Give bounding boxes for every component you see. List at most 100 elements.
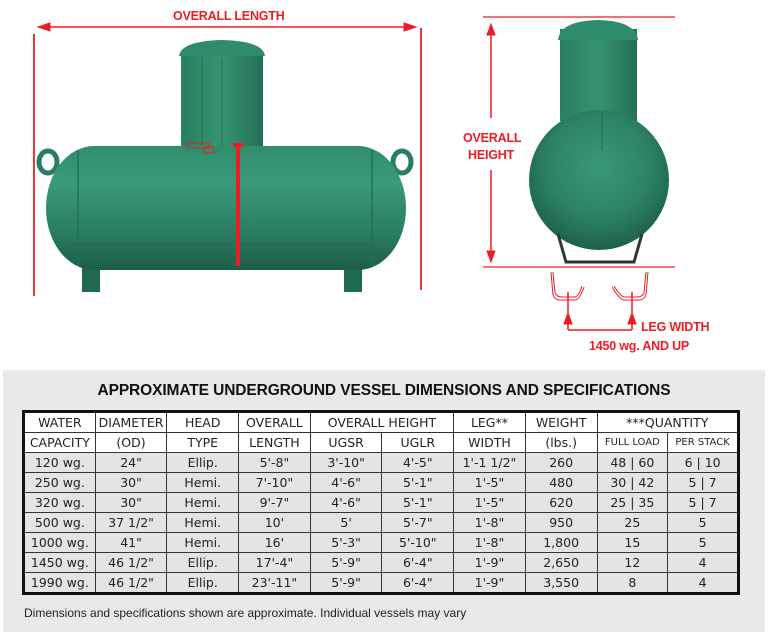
cell-uglr: 5'-1" bbox=[381, 492, 455, 513]
table-row: 500 wg. 37 1/2" Hemi. 10' 5' 5'-7" 1'-8"… bbox=[23, 512, 739, 533]
leg-width-note: 1450 wg. AND UP bbox=[589, 339, 690, 353]
header-overall-height: OVERALL HEIGHT bbox=[309, 411, 455, 433]
cell-weight: 950 bbox=[524, 512, 598, 533]
header-ugsr: UGSR bbox=[309, 432, 383, 453]
cell-head: Hemi. bbox=[166, 492, 240, 513]
cell-head: Ellip. bbox=[166, 552, 240, 573]
header-full-load: FULL LOAD bbox=[596, 432, 669, 453]
cell-capacity: 1000 wg. bbox=[23, 532, 96, 553]
cell-weight: 260 bbox=[524, 452, 598, 473]
cell-ugsr: 4'-6" bbox=[309, 472, 383, 493]
cell-length: 7'-10" bbox=[238, 472, 311, 493]
cell-capacity: 1990 wg. bbox=[23, 572, 96, 594]
footnote: Dimensions and specifications shown are … bbox=[24, 606, 467, 620]
cell-length: 5'-8" bbox=[238, 452, 311, 473]
cell-diameter: 24" bbox=[94, 452, 168, 473]
cell-uglr: 5'-1" bbox=[381, 472, 455, 493]
cell-leg: 1'-8" bbox=[453, 512, 526, 533]
cell-diameter: 30" bbox=[94, 492, 168, 513]
overall-height-label-line1: OVERALL bbox=[463, 131, 522, 145]
cell-per-stack: 6 | 10 bbox=[667, 452, 739, 473]
header-water: WATER bbox=[23, 411, 96, 433]
cell-uglr: 5'-10" bbox=[381, 532, 455, 553]
cell-capacity: 320 wg. bbox=[23, 492, 96, 513]
spec-table: WATER DIAMETER HEAD OVERALL OVERALL HEIG… bbox=[22, 410, 740, 595]
overall-height-dimension bbox=[483, 16, 675, 268]
cell-uglr: 5'-7" bbox=[381, 512, 455, 533]
cell-head: Hemi. bbox=[166, 472, 240, 493]
tank-illustration: OVERALL LENGTH OVERALL HEIGHT LEG WIDTH … bbox=[33, 9, 710, 353]
cell-length: 23'-11" bbox=[238, 572, 311, 594]
cell-full-load: 48 | 60 bbox=[596, 452, 669, 473]
cell-capacity: 1450 wg. bbox=[23, 552, 96, 573]
header-row-1: WATER DIAMETER HEAD OVERALL OVERALL HEIG… bbox=[23, 411, 739, 433]
cell-diameter: 46 1/2" bbox=[94, 552, 168, 573]
header-per-stack: PER STACK bbox=[667, 432, 739, 453]
header-width: WIDTH bbox=[453, 432, 526, 453]
cell-diameter: 37 1/2" bbox=[94, 512, 168, 533]
cell-full-load: 30 | 42 bbox=[596, 472, 669, 493]
header-length: LENGTH bbox=[238, 432, 311, 453]
cell-per-stack: 4 bbox=[667, 572, 739, 594]
leg-width-label: LEG WIDTH bbox=[641, 320, 710, 334]
cell-per-stack: 5 bbox=[667, 532, 739, 553]
leg-width-dimension bbox=[550, 271, 649, 331]
cell-ugsr: 3'-10" bbox=[309, 452, 383, 473]
cell-capacity: 250 wg. bbox=[23, 472, 96, 493]
cell-ugsr: 5'-9" bbox=[309, 552, 383, 573]
cell-weight: 2,650 bbox=[524, 552, 598, 573]
header-capacity: CAPACITY bbox=[23, 432, 96, 453]
cell-full-load: 25 | 35 bbox=[596, 492, 669, 513]
cell-per-stack: 4 bbox=[667, 552, 739, 573]
cell-per-stack: 5 bbox=[667, 512, 739, 533]
cell-capacity: 500 wg. bbox=[23, 512, 96, 533]
header-uglr: UGLR bbox=[381, 432, 455, 453]
cell-uglr: 4'-5" bbox=[381, 452, 455, 473]
cell-length: 10' bbox=[238, 512, 311, 533]
header-leg: LEG** bbox=[453, 411, 526, 433]
tank-drawing bbox=[33, 16, 675, 331]
cell-head: Ellip. bbox=[166, 452, 240, 473]
header-row-2: CAPACITY (OD) TYPE LENGTH UGSR UGLR WIDT… bbox=[23, 432, 739, 453]
overall-length-label: OVERALL LENGTH bbox=[173, 9, 285, 23]
cell-uglr: 6'-4" bbox=[381, 552, 455, 573]
header-diameter: DIAMETER bbox=[94, 411, 168, 433]
cell-weight: 620 bbox=[524, 492, 598, 513]
cell-length: 16' bbox=[238, 532, 311, 553]
cell-ugsr: 5' bbox=[309, 512, 383, 533]
cell-head: Hemi. bbox=[166, 532, 240, 553]
cell-capacity: 120 wg. bbox=[23, 452, 96, 473]
overall-height-label-line2: HEIGHT bbox=[468, 148, 515, 162]
table-row: 1990 wg. 46 1/2" Ellip. 23'-11" 5'-9" 6'… bbox=[23, 572, 739, 594]
table-row: 1450 wg. 46 1/2" Ellip. 17'-4" 5'-9" 6'-… bbox=[23, 552, 739, 573]
header-weight: WEIGHT bbox=[524, 411, 598, 433]
cell-weight: 480 bbox=[524, 472, 598, 493]
cell-per-stack: 5 | 7 bbox=[667, 492, 739, 513]
cell-head: Hemi. bbox=[166, 512, 240, 533]
table-row: 1000 wg. 41" Hemi. 16' 5'-3" 5'-10" 1'-8… bbox=[23, 532, 739, 553]
cell-ugsr: 4'-6" bbox=[309, 492, 383, 513]
header-type: TYPE bbox=[166, 432, 240, 453]
header-overall: OVERALL bbox=[238, 411, 311, 433]
header-lbs: (lbs.) bbox=[524, 432, 598, 453]
cell-full-load: 15 bbox=[596, 532, 669, 553]
overall-length-dimension bbox=[33, 22, 422, 296]
cell-leg: 1'-9" bbox=[453, 572, 526, 594]
cell-length: 9'-7" bbox=[238, 492, 311, 513]
table-row: 250 wg. 30" Hemi. 7'-10" 4'-6" 5'-1" 1'-… bbox=[23, 472, 739, 493]
cell-weight: 3,550 bbox=[524, 572, 598, 594]
table-row: 120 wg. 24" Ellip. 5'-8" 3'-10" 4'-5" 1'… bbox=[23, 452, 739, 473]
cell-leg: 1'-5" bbox=[453, 472, 526, 493]
side-view-tank bbox=[36, 40, 414, 292]
cell-uglr: 6'-4" bbox=[381, 572, 455, 594]
cell-diameter: 41" bbox=[94, 532, 168, 553]
header-quantity: ***QUANTITY bbox=[596, 411, 739, 433]
cell-leg: 1'-9" bbox=[453, 552, 526, 573]
cell-leg: 1'-1 1/2" bbox=[453, 452, 526, 473]
table-row: 320 wg. 30" Hemi. 9'-7" 4'-6" 5'-1" 1'-5… bbox=[23, 492, 739, 513]
cell-full-load: 8 bbox=[596, 572, 669, 594]
cell-ugsr: 5'-3" bbox=[309, 532, 383, 553]
cell-diameter: 30" bbox=[94, 472, 168, 493]
table-title: APPROXIMATE UNDERGROUND VESSEL DIMENSION… bbox=[97, 382, 671, 399]
cell-head: Ellip. bbox=[166, 572, 240, 594]
